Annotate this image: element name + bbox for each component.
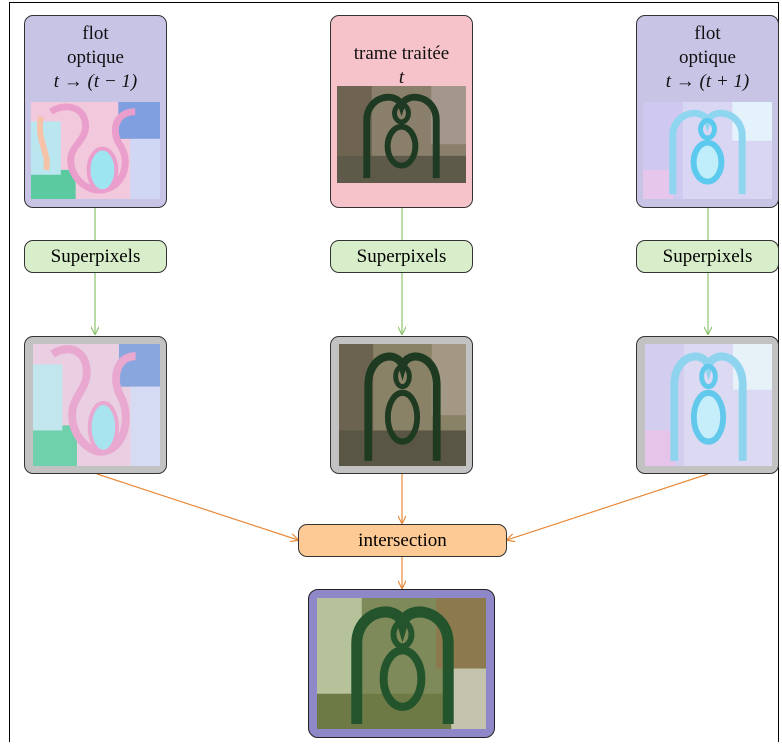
optical-flow-prev-title: flot — [82, 23, 109, 44]
segmented-frame-node — [330, 336, 473, 474]
segmented-flow-prev-node — [24, 336, 167, 474]
superpixels-node-right: Superpixels — [636, 240, 779, 273]
optical-flow-next-formula: t → (t + 1) — [665, 71, 750, 92]
intersection-node: intersection — [298, 524, 507, 557]
optical-flow-prev-node: flot optique t → (t − 1) — [24, 15, 167, 208]
optical-flow-next-node: flot optique t → (t + 1) — [636, 15, 779, 208]
superpixels-node-center: Superpixels — [330, 240, 473, 273]
edge-left-segmented-intersection — [96, 473, 298, 540]
optical-flow-next-image — [643, 102, 772, 199]
optical-flow-next-title: flot — [694, 23, 721, 44]
segmented-flow-next-image — [645, 344, 772, 466]
result-node — [308, 589, 495, 738]
edge-right-segmented-intersection — [507, 473, 709, 540]
processed-frame-image — [337, 86, 466, 183]
superpixels-node-left: Superpixels — [24, 240, 167, 273]
segmented-flow-prev-image — [33, 344, 160, 466]
optical-flow-prev-subtitle: optique — [67, 47, 124, 68]
processed-frame-formula: t — [398, 67, 405, 88]
processed-frame-title: trame traitée — [353, 43, 450, 64]
result-image — [317, 598, 486, 729]
segmented-flow-next-node — [636, 336, 779, 474]
optical-flow-prev-formula: t → (t − 1) — [53, 71, 138, 92]
optical-flow-prev-image — [31, 102, 160, 199]
segmented-frame-image — [339, 344, 466, 466]
optical-flow-next-subtitle: optique — [679, 47, 736, 68]
processed-frame-node: trame traitée t — [330, 15, 473, 208]
